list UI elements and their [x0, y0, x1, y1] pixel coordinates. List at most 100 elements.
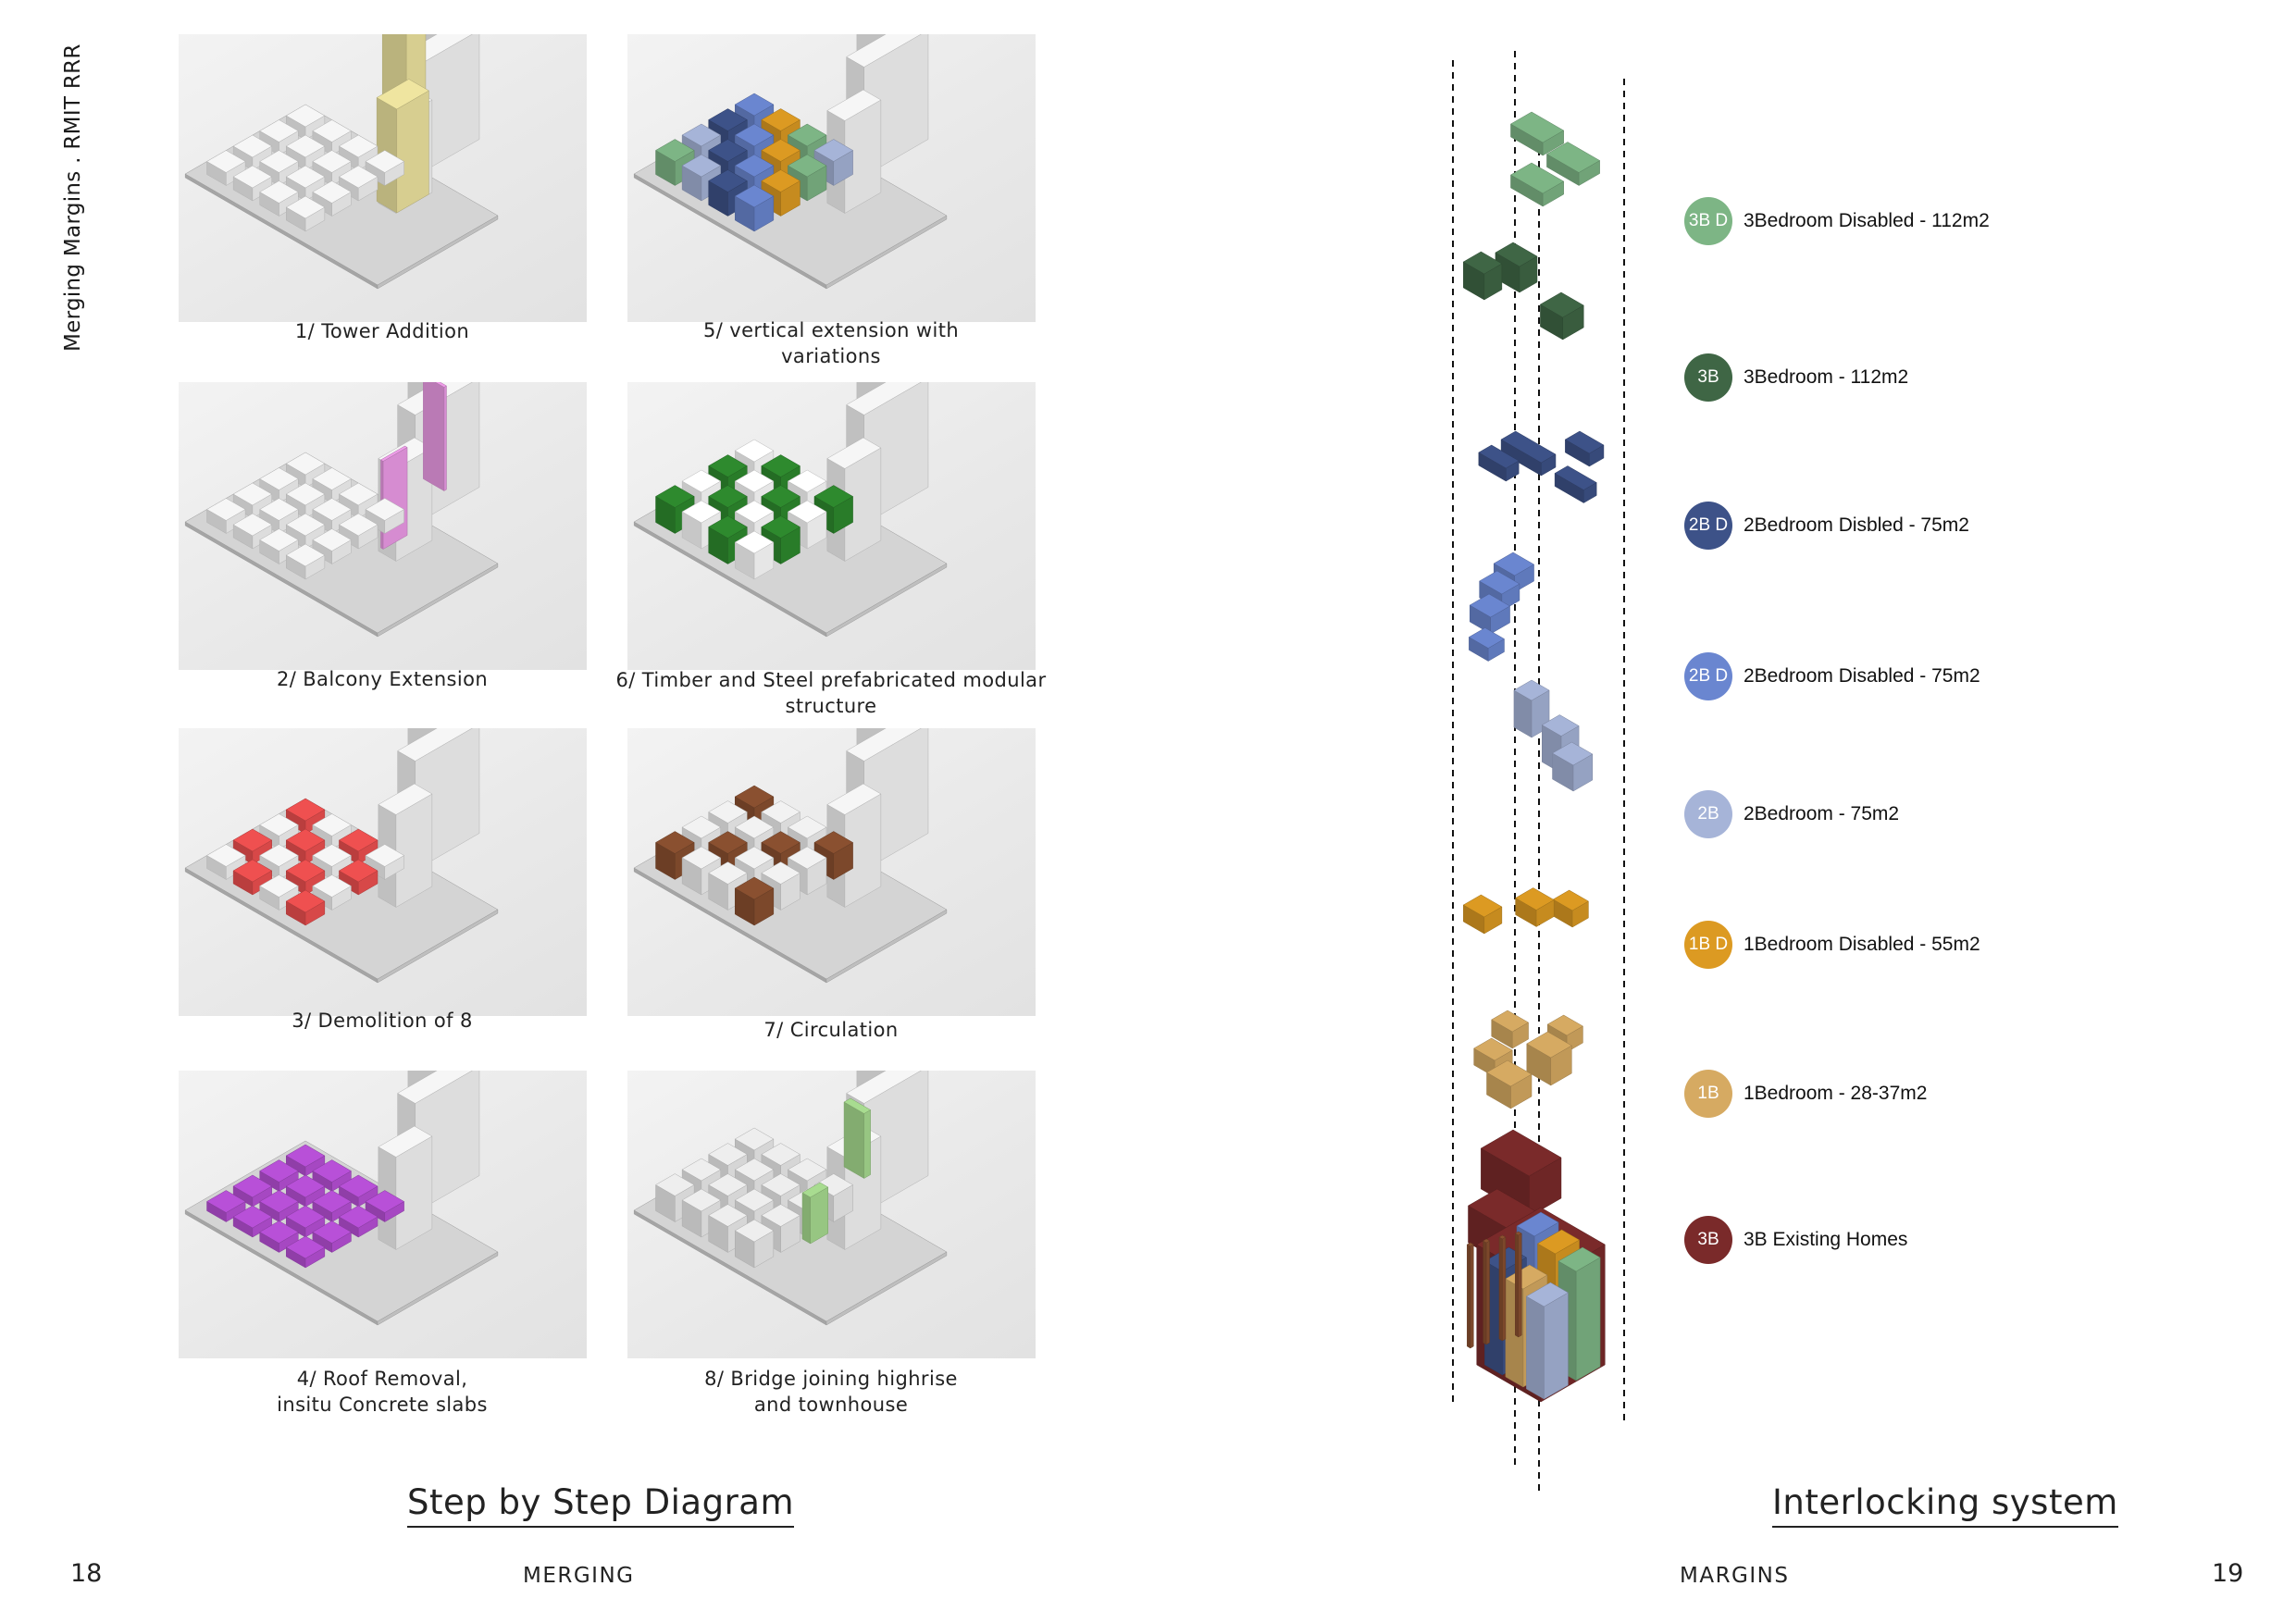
bridge	[843, 1097, 872, 1179]
townhouse-block	[338, 165, 379, 202]
legend-badge: 3B	[1684, 353, 1732, 402]
unit-block	[1462, 251, 1503, 301]
page-number-right: 19	[2212, 1559, 2244, 1588]
isometric-model	[184, 728, 499, 984]
bridge	[801, 1182, 829, 1245]
unit-block	[1486, 1059, 1533, 1109]
townhouse-block	[259, 1159, 299, 1192]
townhouse-block	[312, 150, 352, 186]
townhouse-block	[259, 528, 299, 564]
step-panel-7	[627, 728, 1036, 1016]
townhouse-block	[259, 1220, 299, 1253]
townhouse-block	[285, 859, 326, 896]
legend-badge: 1B	[1684, 1070, 1732, 1118]
townhouse-block	[312, 844, 352, 880]
isometric-model	[633, 34, 948, 290]
legend-label: 2Bedroom - 75m2	[1744, 803, 1900, 824]
unit-block	[1554, 465, 1597, 503]
townhouse-block	[365, 844, 405, 880]
unit-block	[1552, 741, 1594, 792]
townhouse-block	[285, 1235, 326, 1269]
townhouse-block	[312, 498, 352, 534]
townhouse-block	[232, 513, 273, 550]
townhouse-block	[338, 1205, 379, 1238]
townhouse-block	[259, 874, 299, 911]
legend-label: 3Bedroom - 112m2	[1744, 366, 1909, 388]
townhouse-block	[285, 195, 326, 232]
legend-item-2b: 2B 2Bedroom - 75m2	[1684, 789, 1899, 839]
isometric-model	[184, 34, 499, 290]
townhouse-block	[285, 798, 326, 835]
townhouse-block	[312, 813, 352, 849]
side-title: Merging Margins . RMIT RRR	[61, 43, 85, 352]
legend-badge: 2B D	[1684, 652, 1732, 700]
step-caption-1: 1/ Tower Addition	[294, 320, 470, 342]
townhouse-block	[232, 859, 273, 896]
legend-item-existing: 3B 3B Existing Homes	[1684, 1215, 1907, 1265]
page-number-left: 18	[70, 1559, 103, 1588]
townhouse-block	[312, 1159, 352, 1192]
townhouse-block	[206, 150, 246, 186]
legend-item-3b: 3B 3Bedroom - 112m2	[1684, 353, 1908, 403]
unit-block	[1539, 291, 1584, 341]
step-caption-7: 7/ Circulation	[763, 1019, 899, 1041]
townhouse-block	[285, 1205, 326, 1238]
step-caption-8: 8/ Bridge joining highrise and townhouse	[704, 1368, 958, 1416]
townhouse-block	[787, 154, 827, 202]
timber-post	[1498, 1234, 1507, 1342]
step-caption-6: 6/ Timber and Steel prefabricated modula…	[615, 669, 1047, 717]
legend-item-3bd: 3B D 3Bedroom Disabled - 112m2	[1684, 196, 1990, 246]
legend-label: 3B Existing Homes	[1744, 1229, 1908, 1250]
step-panel-8	[627, 1071, 1036, 1358]
townhouse-block	[285, 1144, 326, 1177]
unit-block	[1509, 162, 1565, 207]
townhouse-block	[259, 1190, 299, 1222]
legend-badge: 1B D	[1684, 921, 1732, 969]
legend-label: 1Bedroom Disabled - 55m2	[1744, 934, 1980, 955]
timber-post	[1514, 1231, 1522, 1338]
legend-label: 2Bedroom Disabled - 75m2	[1744, 665, 1980, 687]
tower-block	[378, 1125, 433, 1250]
townhouse-block	[285, 1174, 326, 1208]
townhouse-block	[259, 180, 299, 217]
townhouse-block	[365, 1190, 405, 1222]
townhouse-block	[285, 165, 326, 202]
unit-block	[1515, 887, 1555, 927]
legend-badge: 2B D	[1684, 502, 1732, 550]
isometric-model	[184, 1071, 499, 1326]
step-panel-2	[179, 382, 587, 670]
step-caption-4: 4/ Roof Removal, insitu Concrete slabs	[277, 1368, 488, 1416]
step-panel-4	[179, 1071, 587, 1358]
isometric-model	[633, 728, 948, 984]
legend-item-2bd-dark: 2B D 2Bedroom Disbled - 75m2	[1684, 501, 1969, 551]
unit-block	[1564, 430, 1605, 467]
unit-block	[1462, 894, 1503, 935]
townhouse-block	[206, 844, 246, 880]
townhouse-block	[338, 513, 379, 550]
tower-block	[826, 783, 882, 908]
step-panel-6	[627, 382, 1036, 670]
townhouse-block	[285, 828, 326, 865]
townhouse-block	[232, 828, 273, 865]
townhouse-block	[312, 1220, 352, 1253]
legend-item-2bd: 2B D 2Bedroom Disabled - 75m2	[1684, 651, 1980, 701]
townhouse-block	[232, 1205, 273, 1238]
legend-badge: 2B	[1684, 790, 1732, 838]
townhouse-block	[734, 1219, 775, 1269]
townhouse-block	[206, 1190, 246, 1222]
townhouse-block	[338, 134, 379, 171]
isometric-model	[633, 382, 948, 638]
unit-block	[1500, 430, 1557, 477]
legend-item-1b: 1B 1Bedroom - 28-37m2	[1684, 1069, 1927, 1119]
townhouse-block	[206, 498, 246, 534]
legend-label: 2Bedroom Disbled - 75m2	[1744, 514, 1969, 536]
footer-margins: MARGINS	[1680, 1564, 1790, 1588]
townhouse-block	[734, 530, 775, 580]
legend-item-1bd: 1B D 1Bedroom Disabled - 55m2	[1684, 920, 1980, 970]
isometric-model	[633, 1071, 948, 1326]
unit-block	[1552, 889, 1589, 928]
legend-badge: 3B	[1684, 1216, 1732, 1264]
step-panel-3	[179, 728, 587, 1016]
townhouse-block	[312, 180, 352, 217]
tower-addition	[376, 79, 429, 214]
